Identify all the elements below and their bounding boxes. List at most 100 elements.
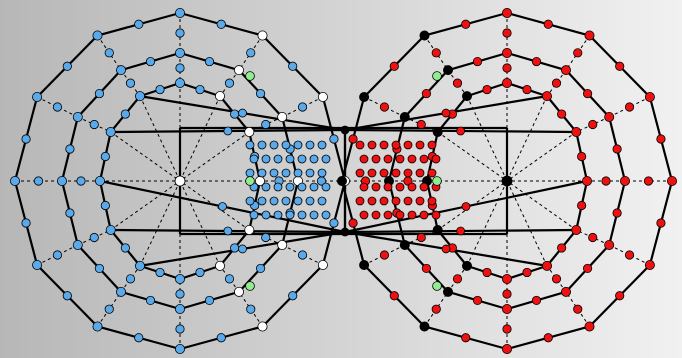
right-spoke-inner: [466, 95, 508, 182]
left-vertex-node: [32, 92, 43, 103]
node-layer: [9, 7, 678, 354]
left-edge-node: [216, 333, 226, 343]
left-spoke-outer: [281, 244, 324, 266]
left-spoke-node: [52, 250, 63, 260]
right-inner-node: [407, 210, 417, 220]
left-inner-node: [309, 154, 319, 164]
right-vertex-node: [644, 259, 655, 270]
left-fan-node: [223, 126, 233, 136]
left-spoke-node: [104, 48, 114, 58]
left-spoke-node: [297, 102, 308, 112]
left-spoke-node: [175, 28, 185, 38]
left-edge-node: [288, 61, 298, 71]
right-vertex-node: [461, 91, 472, 102]
right-spoke-inner: [506, 180, 577, 231]
left-inner-node: [305, 168, 315, 178]
right-edge-node: [348, 218, 358, 228]
right-spoke-node: [502, 63, 512, 73]
right-inner-node: [379, 168, 389, 178]
right-inner-node: [415, 196, 425, 206]
right-spoke-node: [416, 119, 426, 130]
right-inner-node: [379, 196, 389, 206]
right-vertex-node: [432, 127, 443, 138]
right-vertex-node: [604, 112, 615, 123]
left-inner-node: [317, 196, 327, 206]
left-vertex-node: [95, 175, 106, 186]
right-vertex-node: [571, 127, 582, 138]
right-vertex-node: [419, 321, 430, 332]
left-edge-node: [21, 134, 31, 144]
left-inner-node: [293, 196, 303, 206]
right-spoke-inner: [437, 131, 508, 182]
left-inner-node: [321, 182, 331, 192]
right-edge-node: [472, 295, 483, 306]
left-fan-node: [238, 108, 247, 118]
left-inner-node: [293, 168, 303, 178]
left-inner-node: [257, 140, 267, 150]
right-inner-node: [427, 168, 437, 178]
left-inner-node: [269, 168, 279, 178]
left-edge-node: [255, 88, 266, 99]
left-vertex-node: [214, 91, 225, 102]
left-edge-node: [65, 208, 75, 218]
left-inner-node: [269, 140, 279, 150]
right-spoke-inner: [466, 180, 508, 267]
left-spoke-node: [125, 78, 136, 88]
right-vertex-node: [620, 175, 631, 186]
right-vertex-node: [604, 239, 615, 250]
right-edge-node: [577, 151, 587, 162]
right-vertex-node: [561, 65, 572, 76]
right-spoke-outer: [608, 244, 651, 266]
right-inner-node: [419, 154, 429, 164]
left-vertex-node: [317, 259, 328, 270]
left-inner-node: [261, 210, 271, 220]
left-vertex-node: [174, 48, 185, 59]
right-vertex-node: [667, 175, 678, 186]
left-vertex-node: [105, 224, 116, 235]
pinch-node-bottom: [340, 227, 350, 237]
left-edge-node: [62, 291, 72, 301]
right-spoke-outer: [363, 244, 406, 266]
left-vertex-node: [92, 321, 103, 332]
left-inner-node: [261, 154, 271, 164]
left-spoke-node: [104, 304, 114, 314]
right-edge-node: [656, 218, 666, 228]
right-spoke-node: [502, 324, 512, 334]
right-vertex-node: [501, 273, 512, 284]
left-spoke-node: [261, 119, 271, 130]
right-fan-node: [456, 126, 466, 136]
left-edge-node: [155, 84, 165, 95]
right-inner-node: [391, 196, 401, 206]
right-spoke-mid: [546, 265, 567, 293]
right-spoke-outer: [608, 96, 651, 118]
right-spoke-mid: [447, 265, 468, 293]
left-inner-node: [317, 140, 327, 150]
right-edge-node: [582, 88, 593, 99]
left-spoke-node: [297, 250, 308, 260]
left-vertex-node: [134, 91, 145, 102]
left-vertex-node: [174, 343, 185, 354]
left-inner-node: [273, 210, 283, 220]
right-edge-node: [557, 243, 567, 253]
left-vertex-node: [134, 260, 145, 271]
left-vertex-node: [277, 112, 288, 123]
left-spoke-inner: [110, 180, 181, 231]
right-vertex-node: [501, 78, 512, 89]
left-edge-node: [230, 109, 240, 119]
left-spoke-node: [33, 176, 44, 186]
right-vertex-node: [359, 259, 370, 270]
left-inner-node: [257, 168, 267, 178]
left-fan-node: [218, 202, 227, 211]
right-vertex-node: [399, 112, 410, 123]
right-spoke-node: [502, 289, 512, 299]
left-spoke-node: [89, 232, 99, 243]
left-spoke-mid: [219, 69, 240, 97]
right-inner-node: [419, 182, 429, 192]
left-edge-node: [100, 200, 110, 211]
right-spoke-node: [551, 274, 562, 284]
left-spoke-inner: [139, 95, 181, 182]
right-inner-node: [359, 154, 369, 164]
left-accent-node: [245, 176, 255, 186]
left-inner-node: [321, 154, 331, 164]
left-edge-node: [204, 295, 215, 306]
